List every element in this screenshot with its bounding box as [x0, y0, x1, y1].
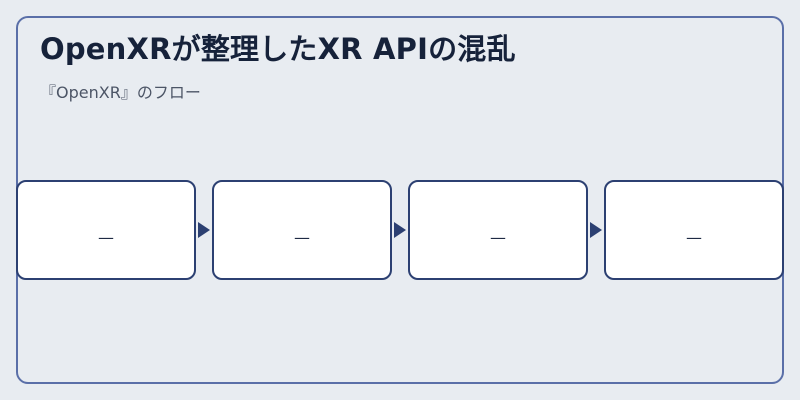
page-title: OpenXRが整理したXR APIの混乱	[40, 32, 516, 66]
flow-step-3-label: —	[490, 227, 506, 247]
flow-step-4-label: —	[686, 227, 702, 247]
flow-step-2-label: —	[294, 227, 310, 247]
flow-step-1: —	[16, 180, 196, 280]
flow-arrow-2-icon	[394, 222, 406, 238]
flow-step-4: —	[604, 180, 784, 280]
page-subtitle: 『OpenXR』のフロー	[40, 83, 201, 102]
flow-step-2: —	[212, 180, 392, 280]
flow-arrow-3-icon	[590, 222, 602, 238]
flow-step-1-label: —	[98, 227, 114, 247]
flow-step-3: —	[408, 180, 588, 280]
flow-arrow-1-icon	[198, 222, 210, 238]
